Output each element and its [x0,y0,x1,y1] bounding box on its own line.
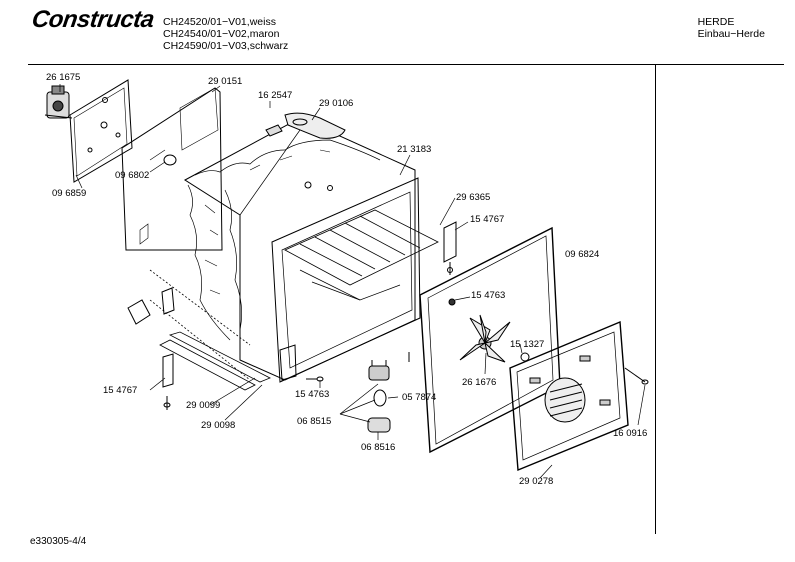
part-label: 29 6365 [456,192,490,203]
leader-lines [59,84,646,479]
hinge-part [443,221,457,275]
part-label: 15 1327 [510,339,544,350]
part-label: 29 0098 [201,420,235,431]
rail-parts [149,269,271,391]
oven-cabinet [184,112,416,381]
fan-part [459,314,530,363]
part-label: 15 4763 [295,389,329,400]
part-label: 26 1675 [46,72,80,83]
part-label: 29 0151 [208,76,242,87]
part-label: 06 8515 [297,416,331,427]
lamp-assembly [367,352,410,433]
category-title: HERDE [697,16,735,28]
part-label: 15 4767 [470,214,504,225]
screw-parts [163,124,324,382]
oven-rack [284,209,439,301]
part-label: 15 4767 [103,385,137,396]
back-panel-part [69,79,133,183]
category-block: HERDE Einbau−Herde [698,16,765,40]
part-label: 09 6802 [115,170,149,181]
oven-front-frame [271,177,421,383]
part-label: 16 0916 [613,428,647,439]
part-label: 16 2547 [258,90,292,101]
model-list: CH24520/01−V01,weiss CH24540/01−V02,maro… [163,16,288,52]
part-label: 29 0106 [319,98,353,109]
model-item: CH24540/01−V02,maron [163,28,280,40]
side-insulation-panel [121,87,223,251]
header-divider [28,64,784,65]
margin-divider [655,64,656,534]
fan-cover-part [509,320,649,472]
part-label: 26 1676 [462,377,496,388]
category-subtitle: Einbau−Herde [697,28,765,40]
switch-part [44,85,73,119]
bracket-part [127,287,175,410]
part-label: 05 7874 [402,392,436,403]
part-label: 09 6859 [52,188,86,199]
diagram-drawing [44,79,649,479]
part-label: 06 8516 [361,442,395,453]
part-label: 29 0099 [186,400,220,411]
document-id: e330305-4/4 [30,536,87,547]
part-labels: 26 1675 09 6859 29 0151 16 2547 29 0106 … [46,72,647,487]
part-label: 09 6824 [565,249,599,260]
part-label: 15 4763 [471,290,505,301]
model-item: CH24520/01−V01,weiss [163,16,276,28]
part-label: 29 0278 [519,476,553,487]
part-label: 21 3183 [397,144,431,155]
model-item: CH24590/01−V03,schwarz [163,40,289,52]
